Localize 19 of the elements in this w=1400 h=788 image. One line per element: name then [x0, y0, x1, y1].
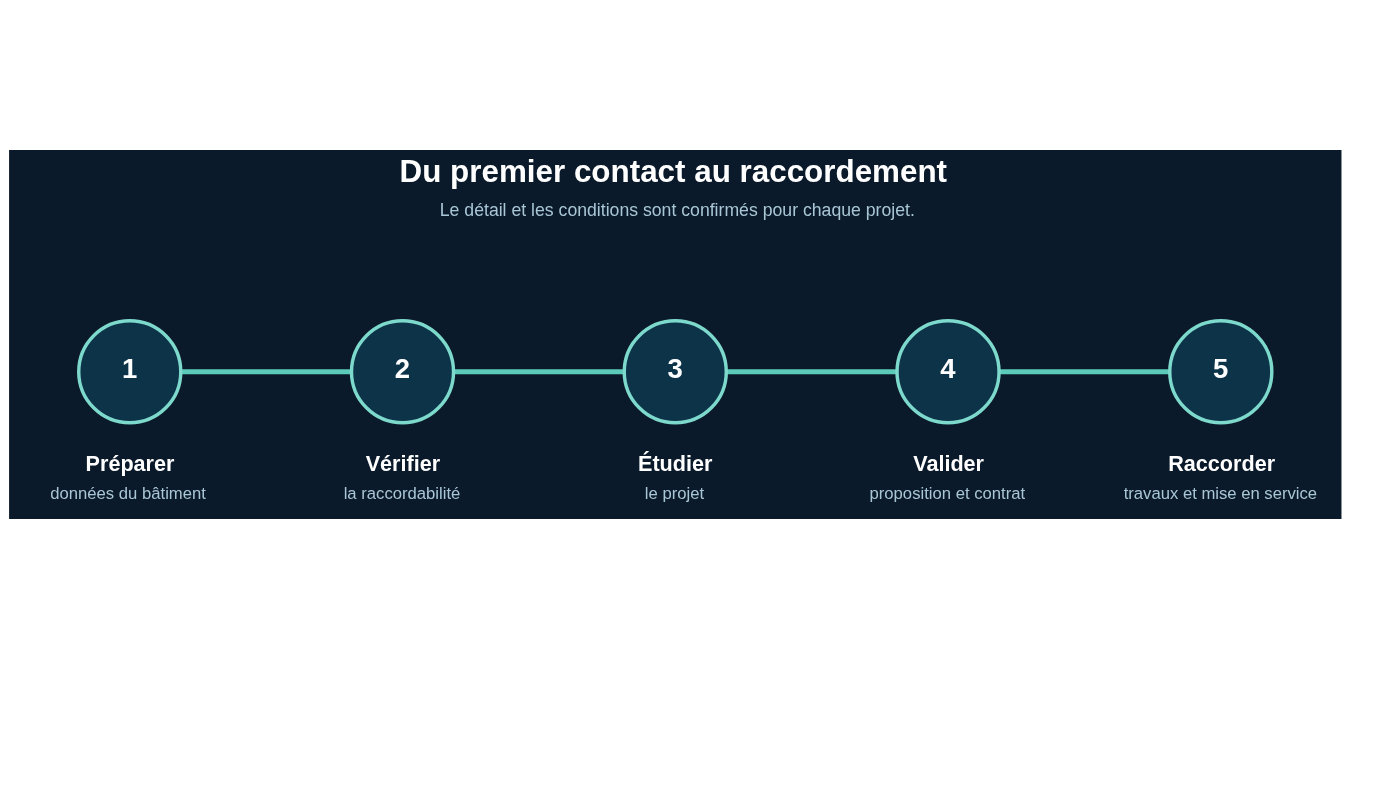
- connector: [999, 368, 1170, 374]
- node-circle: 2: [349, 318, 456, 424]
- node-label: Étudier: [637, 450, 713, 476]
- node-label: Valider: [913, 450, 984, 476]
- node-label: la raccordabilité: [343, 483, 461, 503]
- connector: [726, 368, 897, 374]
- diagram-title: Du premier contact au raccordement: [399, 153, 948, 189]
- node-label: données du bâtiment: [50, 483, 206, 503]
- node-label: proposition et contrat: [869, 483, 1026, 503]
- caption: Le détail et les conditions sont confirmés pour chaque projet.: [439, 199, 915, 220]
- node-label: le projet: [644, 483, 705, 503]
- node-circle: 5: [1168, 318, 1274, 424]
- node-label: travaux et mise en service: [1123, 483, 1318, 503]
- node-label: Raccorder: [1168, 450, 1276, 476]
- node-circle: 1: [77, 318, 183, 424]
- node-circle: 4: [895, 318, 1001, 424]
- node-label: Vérifier: [365, 450, 441, 476]
- node-label: Préparer: [85, 450, 175, 476]
- node-circle: 3: [622, 318, 728, 424]
